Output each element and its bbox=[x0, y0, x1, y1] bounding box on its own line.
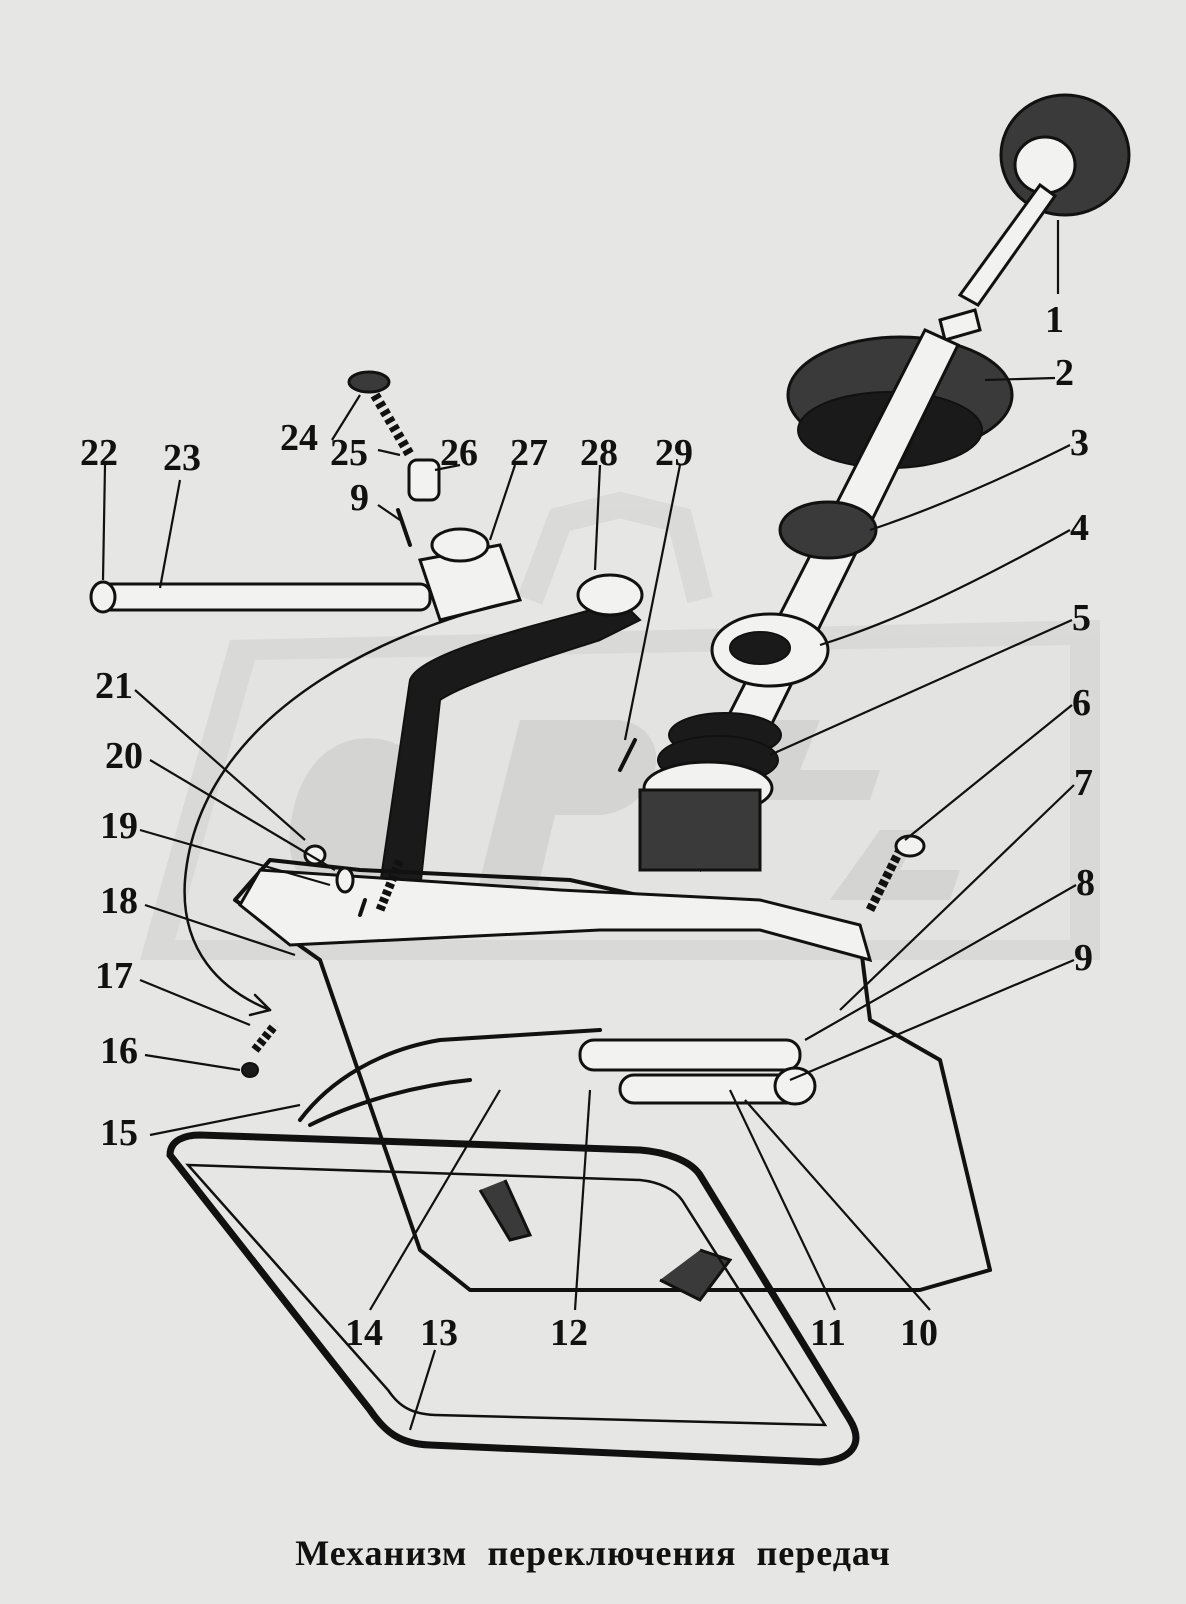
assembly-arrow bbox=[183, 598, 522, 1012]
callout-16: 16 bbox=[100, 1030, 138, 1072]
callout-2: 2 bbox=[1055, 352, 1074, 394]
part-shift-forks bbox=[298, 1028, 817, 1302]
callout-9-right: 9 bbox=[1074, 937, 1093, 979]
callout-10: 10 bbox=[900, 1312, 938, 1354]
callout-22: 22 bbox=[80, 432, 118, 474]
part-top-plate bbox=[238, 868, 873, 963]
part-shaft bbox=[89, 370, 522, 622]
callout-9-top: 9 bbox=[350, 477, 369, 519]
callout-25: 25 bbox=[330, 432, 368, 474]
callout-5: 5 bbox=[1072, 597, 1091, 639]
callout-14: 14 bbox=[345, 1312, 383, 1354]
callout-29: 29 bbox=[655, 432, 693, 474]
callout-4: 4 bbox=[1070, 507, 1089, 549]
callout-15: 15 bbox=[100, 1112, 138, 1154]
part-lever-assembly bbox=[638, 500, 878, 872]
callout-20: 20 bbox=[105, 735, 143, 777]
callout-7: 7 bbox=[1074, 762, 1093, 804]
diagram-caption: Механизм переключения передач bbox=[295, 1533, 891, 1573]
callout-labels: 1 2 3 4 5 6 7 8 9 10 11 12 13 14 15 16 1… bbox=[80, 299, 1095, 1354]
watermark-logo bbox=[140, 491, 1100, 960]
part-shift-knob bbox=[938, 93, 1131, 342]
callout-13: 13 bbox=[420, 1312, 458, 1354]
part-small-fasteners bbox=[241, 738, 926, 1078]
callout-3: 3 bbox=[1070, 422, 1089, 464]
callout-17: 17 bbox=[95, 955, 133, 997]
callout-8: 8 bbox=[1076, 862, 1095, 904]
callout-24: 24 bbox=[280, 417, 318, 459]
callout-26: 26 bbox=[440, 432, 478, 474]
callout-27: 27 bbox=[510, 432, 548, 474]
callout-23: 23 bbox=[163, 437, 201, 479]
callout-12: 12 bbox=[550, 1312, 588, 1354]
callout-21: 21 bbox=[95, 665, 133, 707]
part-housing-cover bbox=[233, 858, 992, 1292]
part-rod-eye bbox=[576, 573, 644, 617]
callout-1: 1 bbox=[1045, 299, 1064, 341]
leader-lines bbox=[101, 220, 1077, 1431]
callout-11: 11 bbox=[810, 1312, 846, 1354]
part-gasket bbox=[166, 1131, 860, 1466]
callout-18: 18 bbox=[100, 880, 138, 922]
callout-28: 28 bbox=[580, 432, 618, 474]
callout-19: 19 bbox=[100, 805, 138, 847]
callout-6: 6 bbox=[1072, 682, 1091, 724]
